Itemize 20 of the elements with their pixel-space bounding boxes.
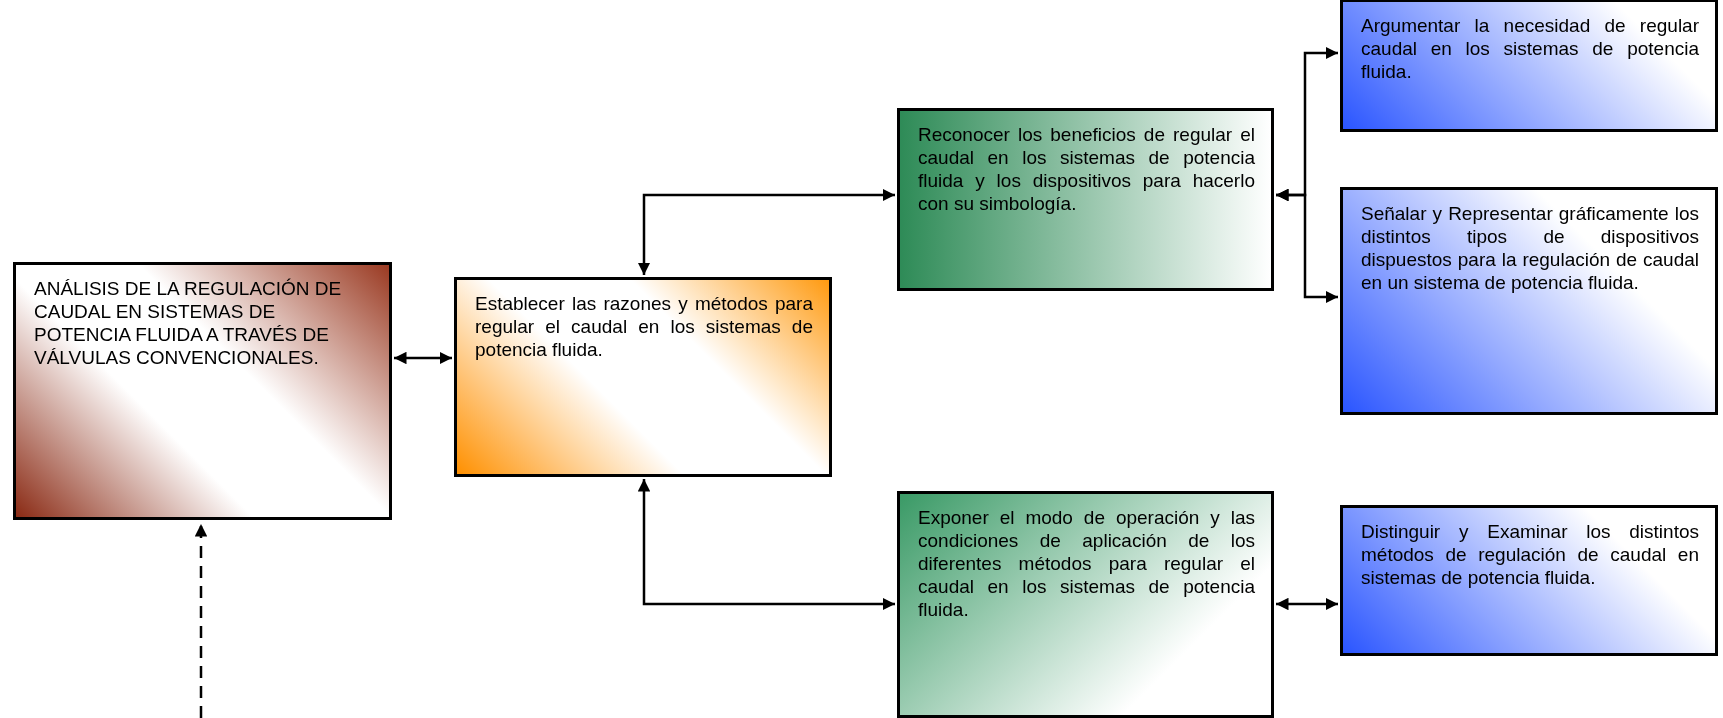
box-text: Establecer las razones y métodos para regular el caudal en los sistemas de potencia fluida. [475,292,813,361]
box-text: Reconocer los beneficios de regular el caudal en los sistemas de potencia fluida y los dispositivos para hacerlo con su simbología. [918,123,1255,215]
arrow [637,188,895,275]
box-text: Argumentar la necesidad de regular caudal en los sistemas de potencia fluida. [1361,14,1699,83]
arrow [194,524,208,718]
box-text: Distinguir y Examinar los distintos métodos de regulación de caudal en sistemas de potencia fluida. [1361,520,1699,589]
process-box [897,491,1274,718]
arrow [1276,188,1338,304]
process-box [13,262,392,520]
arrow [637,479,895,611]
arrow [394,351,452,365]
box-text: ANÁLISIS DE LA REGULACIÓN DE CAUDAL EN SISTEMAS DE POTENCIA FLUIDA A TRAVÉS DE VÁLVULAS CONVENCIONALES. [34,277,343,369]
process-box [1340,187,1718,415]
box-text: Señalar y Representar gráficamente los distintos tipos de dispositivos dispuestos para la regulación de caudal en un sistema de potencia fluida. [1361,202,1699,294]
process-box [1340,0,1718,132]
process-box [1340,505,1718,656]
process-box [897,108,1274,291]
arrow [1276,597,1338,611]
box-text: Exponer el modo de operación y las condiciones de aplicación de los diferentes métodos para regular el caudal en los sistemas de potencia fluida. [918,506,1255,621]
process-box [454,277,832,477]
